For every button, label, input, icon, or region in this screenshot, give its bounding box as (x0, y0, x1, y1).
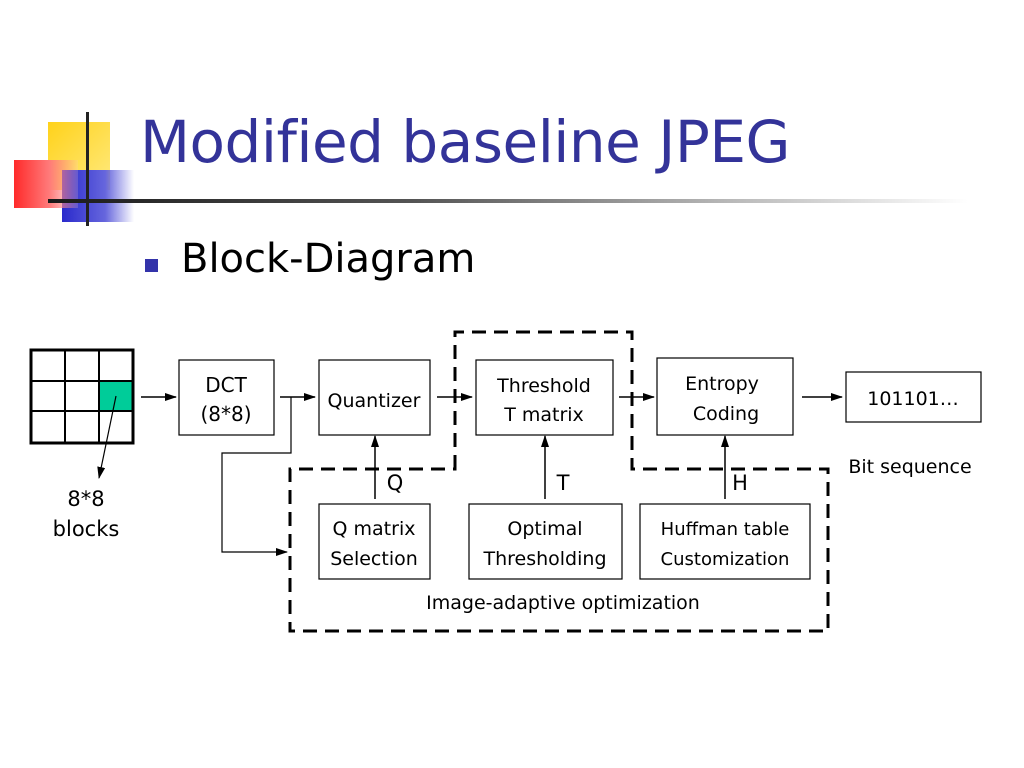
threshold-label-line2: T matrix (503, 404, 584, 426)
bullet-marker (145, 259, 158, 272)
threshold-box: Threshold T matrix (475, 359, 614, 436)
title-divider (48, 199, 968, 203)
bit-sequence-label: Bit sequence (848, 456, 971, 478)
bullet-text: Block-Diagram (181, 236, 476, 282)
q-matrix-box: Q matrix Selection (318, 503, 431, 580)
q-matrix-label-line2: Selection (330, 548, 418, 570)
optimization-region-label: Image-adaptive optimization (426, 592, 700, 614)
output-box: 101101… (845, 371, 982, 423)
huffman-table-box: Huffman table Customization (639, 503, 811, 580)
label-h: H (732, 471, 748, 495)
label-t: T (556, 471, 570, 495)
arrow-dct-to-qmatrix (221, 397, 292, 556)
optimal-label-line1: Optimal (507, 518, 582, 540)
quantizer-box: Quantizer (318, 359, 431, 436)
dct-box: DCT (8*8) (178, 359, 275, 436)
optimization-region-outline (288, 330, 830, 633)
q-matrix-label-line1: Q matrix (333, 518, 416, 540)
threshold-label-line1: Threshold (496, 375, 591, 397)
quantizer-label: Quantizer (328, 390, 421, 412)
huffman-label-line1: Huffman table (661, 519, 790, 540)
optimal-label-line2: Thresholding (482, 548, 606, 570)
dct-label-line2: (8*8) (200, 402, 251, 426)
block-grid (29, 348, 135, 445)
blocks-label-line1: 8*8 (67, 487, 104, 511)
entropy-coding-box: Entropy Coding (656, 357, 794, 436)
vertical-decoration-line (86, 112, 89, 226)
dct-label-line1: DCT (205, 373, 247, 397)
label-q: Q (387, 471, 404, 495)
blocks-label-line2: blocks (53, 517, 120, 541)
entropy-label-line2: Coding (693, 403, 759, 425)
block-pointer-arrow (97, 395, 117, 479)
page-title: Modified baseline JPEG (140, 108, 790, 176)
entropy-label-line1: Entropy (685, 373, 759, 395)
optimal-thresholding-box: Optimal Thresholding (468, 503, 623, 580)
huffman-label-line2: Customization (661, 549, 790, 570)
output-bits: 101101… (867, 388, 959, 410)
